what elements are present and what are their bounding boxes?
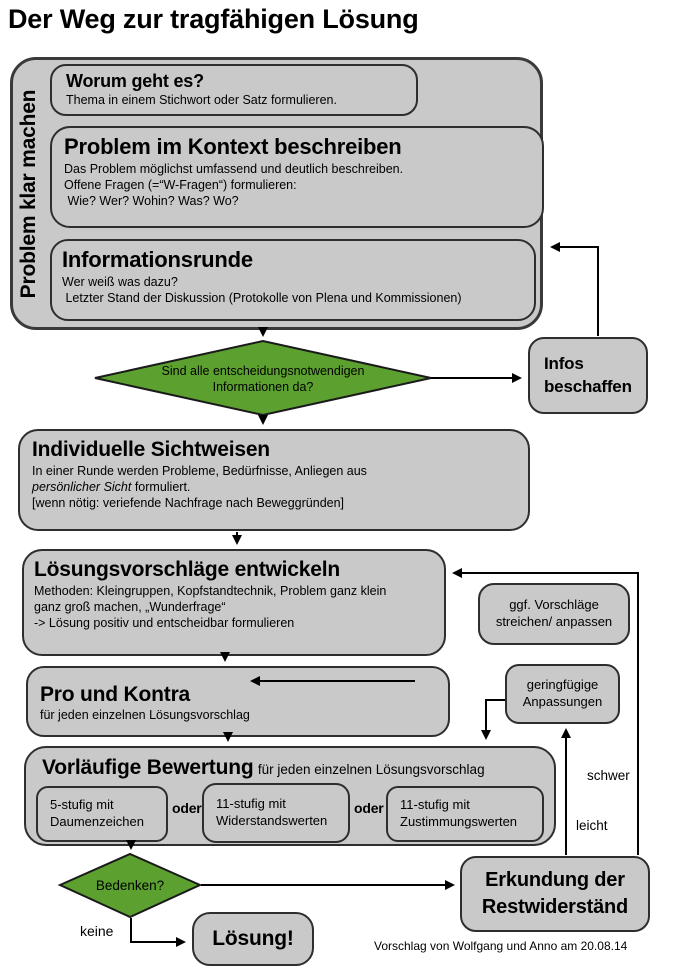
option-zustimmungswerte: 11-stufig mit Zustimmungswerten	[386, 786, 544, 842]
box-individuelle-line3: [wenn nötig: veriefende Nachfrage nach B…	[32, 496, 345, 510]
box-pro-kontra: Pro und Kontra für jeden einzelnen Lösun…	[26, 666, 450, 737]
box-individuelle-line2: persönlicher Sicht formuliert.	[32, 479, 516, 495]
decision1-text: Sind alle entscheidungsnotwendigen Infor…	[113, 363, 413, 396]
arrow-infos-to-phase1	[550, 242, 599, 336]
box-worum-line: Thema in einem Stichwort oder Satz formu…	[66, 93, 337, 107]
box-erkundung: Erkundung der Restwiderständ	[460, 856, 650, 932]
box-informationsrunde-title: Informationsrunde	[62, 247, 253, 272]
erkundung-line2: Restwiderständ	[481, 896, 629, 918]
footer-credit: Vorschlag von Wolfgang und Anno am 20.08…	[374, 939, 628, 953]
box-informationsrunde: Informationsrunde Wer weiß was dazu? Let…	[50, 239, 536, 321]
box-infos-beschaffen: Infos beschaffen	[528, 337, 648, 414]
box-kontext-title: Problem im Kontext beschreiben	[64, 134, 402, 159]
arrow-schwer-to-loesungsvorschlaege	[452, 568, 639, 855]
box-pro-kontra-subtitle: für jeden einzelnen Lösungsvorschlag	[40, 708, 250, 722]
decision1-line2: Informationen da?	[212, 380, 314, 395]
label-schwer: schwer	[587, 768, 630, 783]
decision-diamond-bedenken	[57, 852, 203, 919]
geringfuegige-line1: geringfügige	[526, 677, 599, 693]
box-kontext-line3: Wie? Wer? Wohin? Was? Wo?	[64, 194, 239, 208]
box-ggf-vorschlaege: ggf. Vorschläge streichen/ anpassen	[478, 583, 630, 645]
ggf-line1: ggf. Vorschläge	[509, 597, 599, 613]
arrow-keine-to-loesung	[130, 918, 186, 947]
box-individuelle: Individuelle Sichtweisen In einer Runde …	[18, 429, 530, 531]
option-widerstandswerte: 11-stufig mit Widerstandswerten	[202, 783, 350, 843]
box-bewertung-suffix: für jeden einzelnen Lösungsvorschlag	[257, 762, 485, 777]
box-pro-kontra-title: Pro und Kontra	[40, 683, 191, 706]
box-informationsrunde-line1: Wer weiß was dazu?	[62, 275, 178, 289]
individuelle-italic: persönlicher Sicht	[32, 480, 132, 494]
box-kontext-line2: Offene Fragen (=“W-Fragen“) formulieren:	[64, 178, 297, 192]
decision1-line1: Sind alle entscheidungsnotwendigen	[161, 364, 365, 378]
decision2-text: Bedenken?	[95, 878, 165, 893]
box-loesungsvorschlaege: Lösungsvorschläge entwickeln Methoden: K…	[22, 549, 446, 656]
infos-line2: beschaffen	[544, 376, 632, 396]
oder-label-1: oder	[172, 800, 202, 816]
box-geringfuegige: geringfügige Anpassungen	[505, 664, 620, 724]
box-loesungsvorschlaege-line1: Methoden: Kleingruppen, Kopfstandtechnik…	[34, 584, 387, 598]
box-kontext-line1: Das Problem möglichst umfassend und deut…	[64, 162, 404, 176]
box-bewertung-title: Vorläufige Bewertung	[42, 756, 254, 779]
box-kontext: Problem im Kontext beschreiben Das Probl…	[50, 126, 544, 228]
oder-label-2: oder	[354, 800, 384, 816]
box-loesung: Lösung!	[192, 912, 314, 966]
option2-line1: 11-stufig mit	[216, 796, 286, 812]
option-daumenzeichen: 5-stufig mit Daumenzeichen	[36, 786, 168, 842]
box-informationsrunde-line2: Letzter Stand der Diskussion (Protokolle…	[62, 291, 462, 305]
box-loesungsvorschlaege-line3: -> Lösung positiv und entscheidbar formu…	[34, 616, 295, 630]
erkundung-line1: Erkundung der	[485, 869, 625, 891]
box-loesungsvorschlaege-title: Lösungsvorschläge entwickeln	[34, 558, 340, 581]
option1-line2: Daumenzeichen	[50, 814, 144, 829]
label-keine: keine	[80, 923, 114, 939]
box-loesungsvorschlaege-line2: ganz groß machen, „Wunderfrage“	[34, 600, 226, 614]
loesung-text: Lösung!	[212, 927, 294, 950]
option3-line1: 11-stufig mit	[400, 797, 470, 813]
box-individuelle-line1: In einer Runde werden Probleme, Bedürfni…	[32, 464, 367, 478]
box-individuelle-title: Individuelle Sichtweisen	[32, 438, 270, 461]
option1-line1: 5-stufig mit	[50, 797, 114, 813]
label-leicht: leicht	[576, 818, 608, 833]
page-title: Der Weg zur tragfähigen Lösung	[8, 4, 419, 34]
option2-line2: Widerstandswerten	[216, 813, 328, 828]
arrow-geringfuegige-to-bewertung	[481, 699, 505, 740]
geringfuegige-line2: Anpassungen	[522, 694, 603, 709]
individuelle-rest: formuliert.	[131, 480, 191, 494]
box-worum: Worum geht es? Thema in einem Stichwort …	[50, 64, 418, 116]
option3-line2: Zustimmungswerten	[400, 814, 518, 829]
box-worum-title: Worum geht es?	[66, 71, 204, 91]
infos-line1: Infos	[544, 353, 584, 373]
ggf-line2: streichen/ anpassen	[495, 614, 613, 629]
